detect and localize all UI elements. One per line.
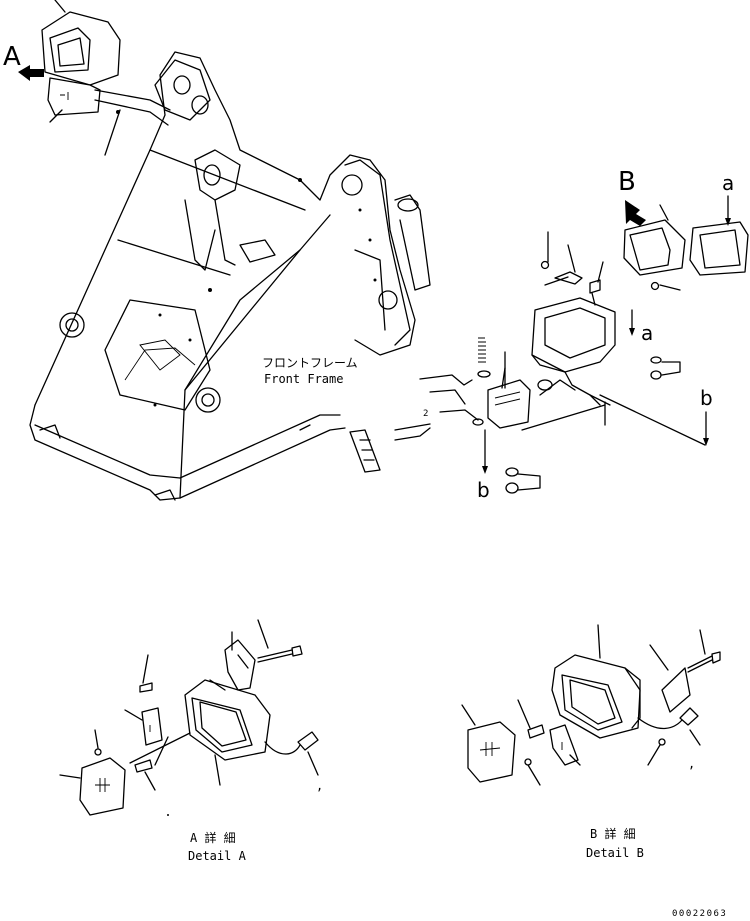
ref-b-right: b <box>700 386 713 410</box>
detail-b-drawing: , <box>461 624 721 786</box>
front-frame <box>29 51 431 501</box>
view-b-lamp: B a <box>618 167 749 276</box>
comma-b: , <box>688 757 695 771</box>
view-a-letter: A <box>3 42 21 72</box>
frame-label: フロントフレーム Front Frame <box>262 356 358 386</box>
ref-a-top: a <box>722 171 734 195</box>
detail-a-drawing: , <box>59 619 323 816</box>
view-a-arrow: A <box>3 42 44 81</box>
detail-a-jp: A 詳 細 <box>190 830 236 845</box>
ref-b-left: b <box>477 478 490 502</box>
upper-left-lamp-assembly <box>41 0 171 156</box>
mark-2: 2 <box>423 409 428 419</box>
comma-a: , <box>316 779 323 793</box>
lamp-bracket-assembly: 2 <box>349 231 709 494</box>
drawing-number: 00022063 <box>672 909 727 919</box>
frame-label-jp: フロントフレーム <box>262 356 358 370</box>
frame-label-en: Front Frame <box>264 372 343 386</box>
ref-a-mid: a <box>641 321 653 345</box>
detail-b-jp: B 詳 細 <box>590 826 636 841</box>
detail-a-en: Detail A <box>188 849 247 863</box>
detail-b-en: Detail B <box>586 846 644 860</box>
view-b-letter: B <box>618 167 636 197</box>
